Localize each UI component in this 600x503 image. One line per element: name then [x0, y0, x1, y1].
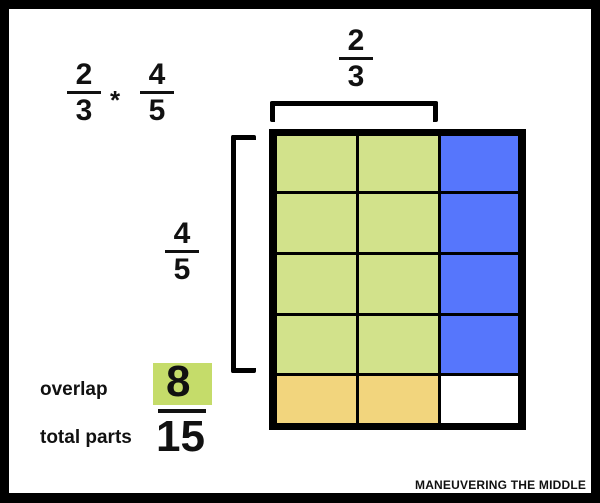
top-fraction-label: 2 3: [338, 26, 374, 92]
denominator: 5: [148, 94, 166, 127]
brand-watermark: MANEUVERING THE MIDDLE: [415, 478, 587, 492]
grid-cell-empty: [441, 376, 518, 423]
equation-left-fraction: 2 3: [66, 60, 102, 126]
grid-cell-row-only: [359, 376, 438, 423]
grid-cell-overlap: [277, 255, 356, 313]
side-fraction-label: 4 5: [164, 219, 200, 285]
grid-cell-overlap: [277, 194, 356, 252]
fraction-bar: [67, 91, 101, 94]
fraction-bar: [165, 250, 199, 253]
grid-cell-overlap: [359, 194, 438, 252]
grid-cell-column-only: [441, 136, 518, 191]
result-fraction-bar: [158, 409, 206, 413]
numerator: 2: [75, 58, 93, 91]
grid-cell-overlap: [359, 136, 438, 191]
side-bracket: [231, 135, 256, 373]
grid-cell-column-only: [441, 316, 518, 373]
grid-cell-column-only: [441, 255, 518, 313]
fraction-bar: [140, 91, 174, 94]
result-denominator: 15: [156, 412, 205, 461]
grid-cell-column-only: [441, 194, 518, 252]
denominator: 5: [173, 253, 191, 286]
multiply-operator: *: [110, 85, 121, 115]
numerator: 4: [173, 217, 191, 250]
result-numerator: 8: [166, 357, 191, 406]
denominator: 3: [75, 94, 93, 127]
grid-cell-overlap: [359, 255, 438, 313]
equation-right-fraction: 4 5: [139, 60, 175, 126]
grid-cell-overlap: [277, 316, 356, 373]
grid-cell-overlap: [359, 316, 438, 373]
overlap-label: overlap: [40, 379, 108, 400]
grid-cell-row-only: [277, 376, 356, 423]
grid-cell-overlap: [277, 136, 356, 191]
denominator: 3: [347, 60, 365, 93]
top-bracket: [270, 101, 438, 122]
numerator: 2: [347, 24, 365, 57]
total-parts-label: total parts: [40, 427, 132, 448]
area-model-grid: [269, 129, 526, 430]
overlap-highlight: [153, 363, 212, 405]
numerator: 4: [148, 58, 166, 91]
fraction-bar: [339, 57, 373, 60]
